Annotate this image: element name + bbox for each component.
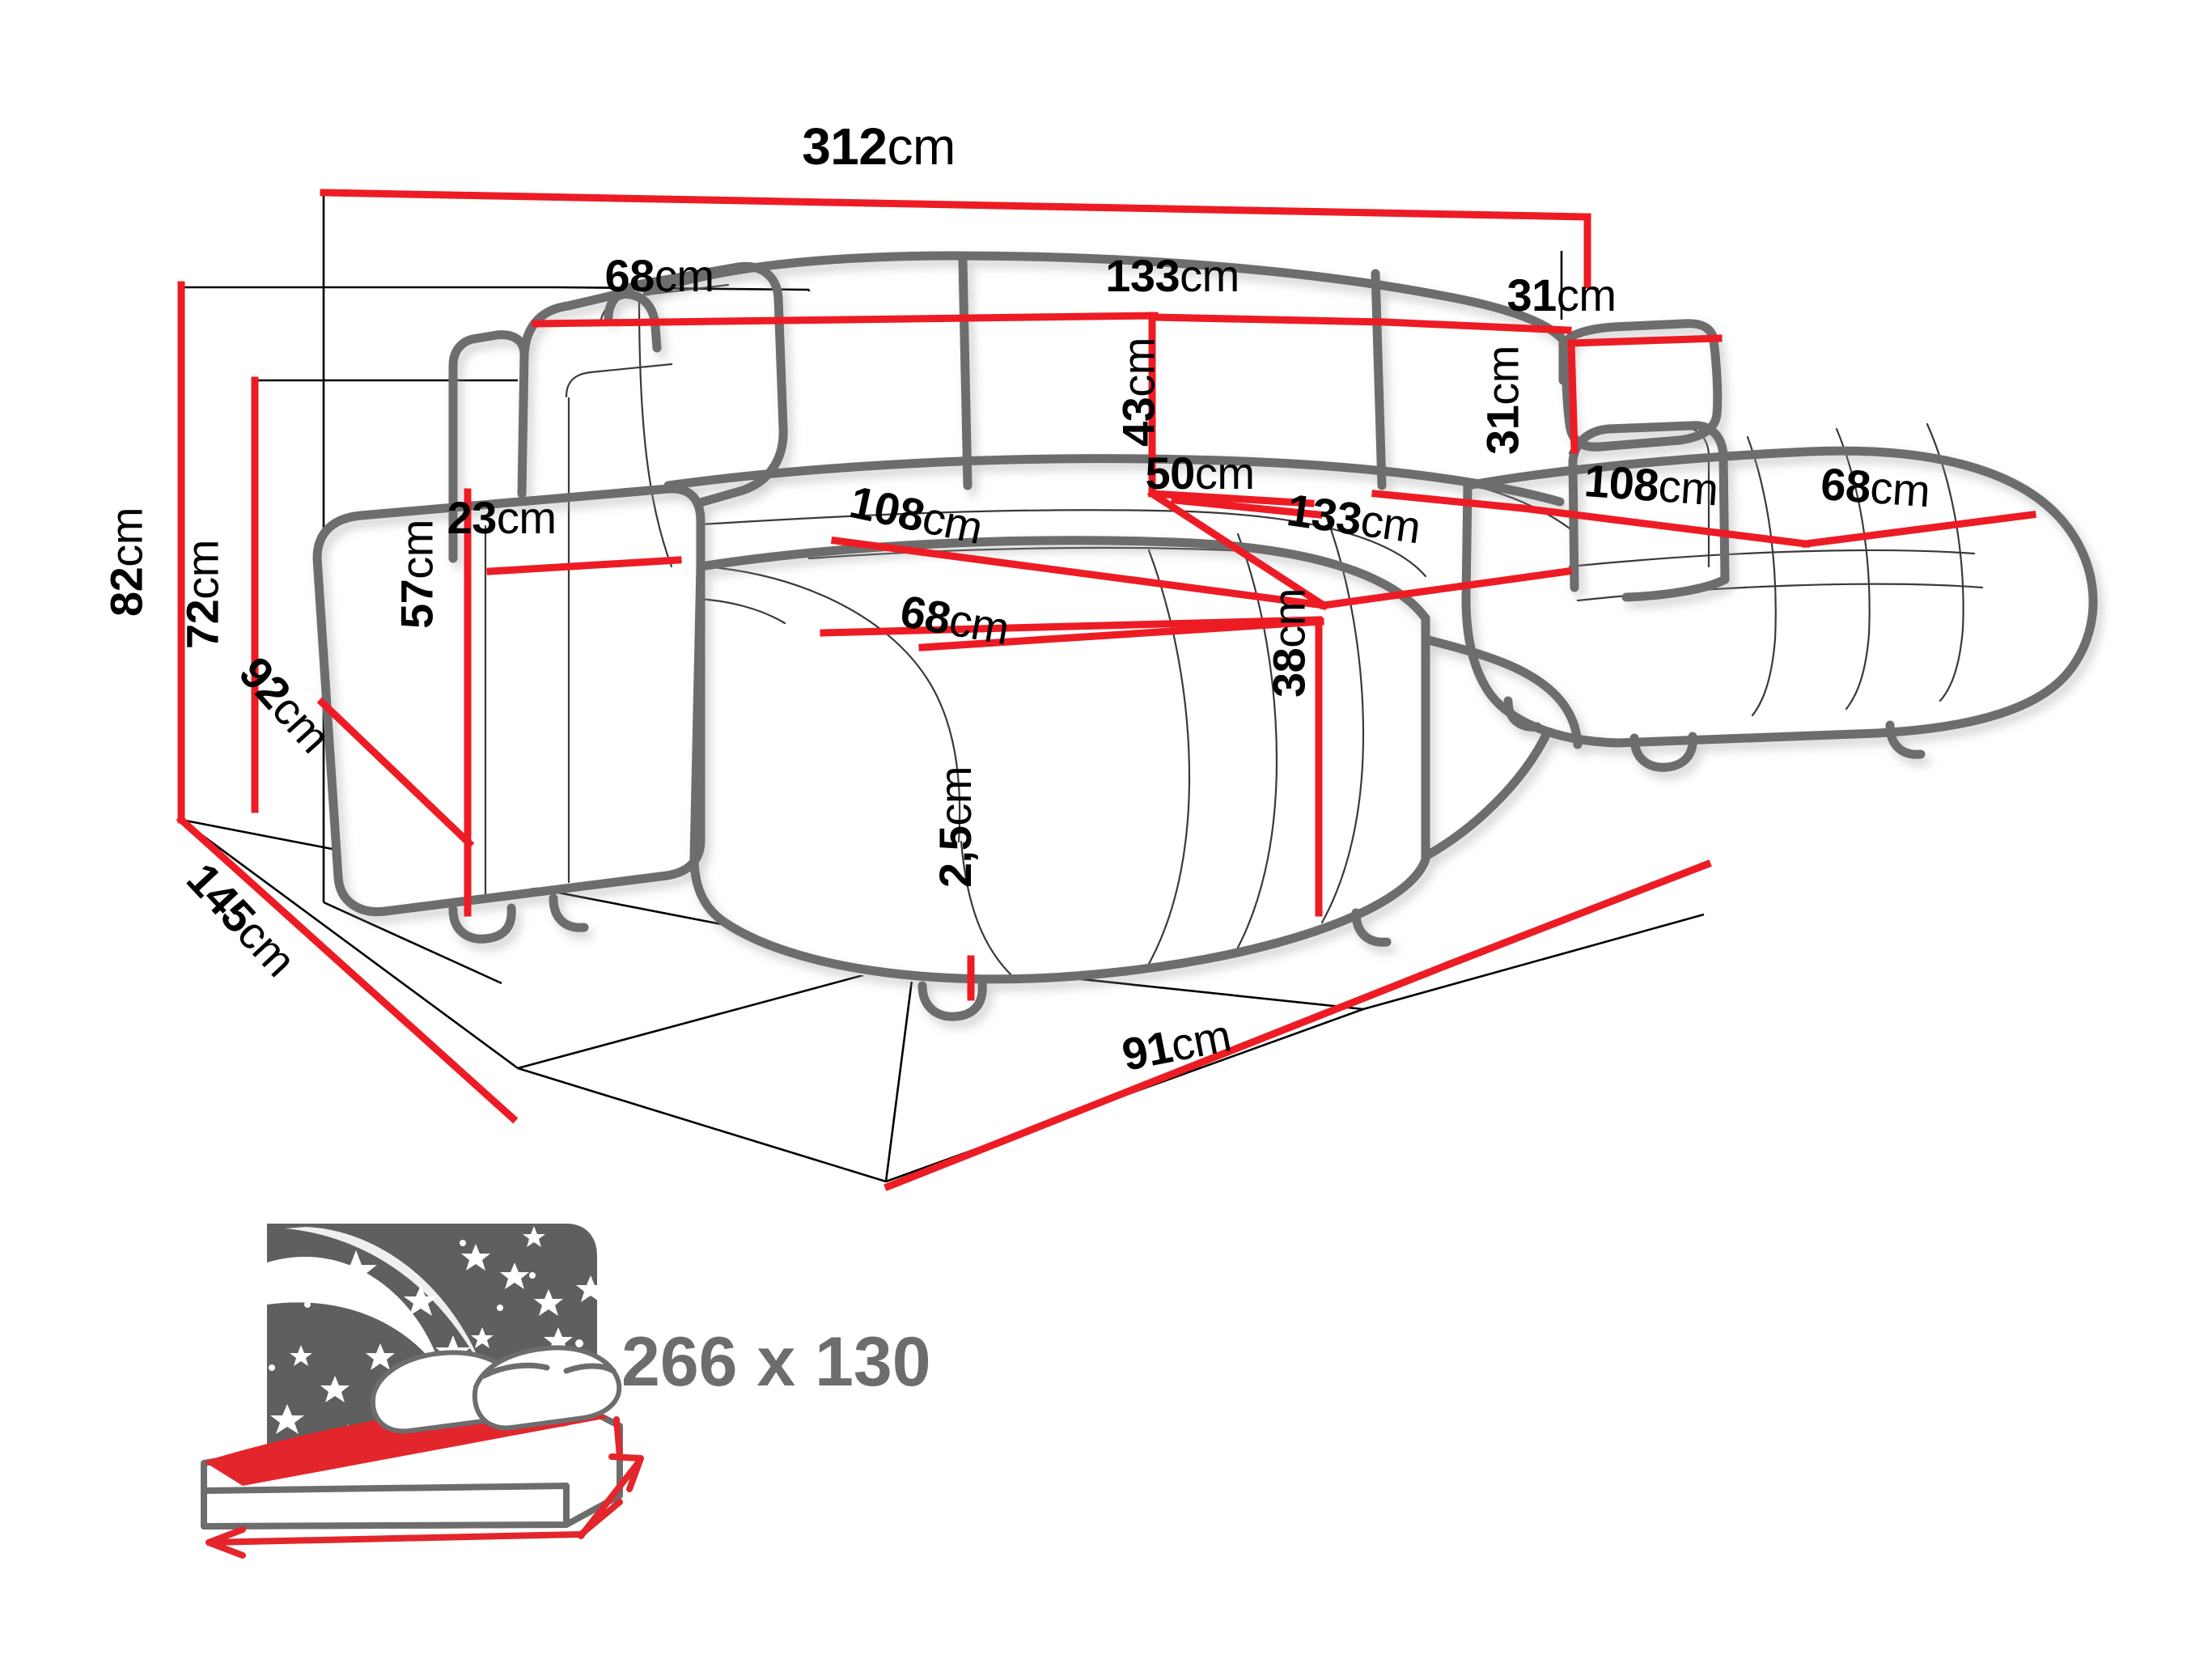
backrest-division-1 bbox=[958, 256, 973, 490]
right-scatter-cushion-outline bbox=[1562, 319, 1723, 452]
dimline-43-bottom bbox=[1148, 490, 1315, 507]
dimline-108-right-lead bbox=[1371, 490, 1527, 512]
dimension-label-50cm-unit: cm bbox=[1194, 448, 1255, 499]
dimline-23 bbox=[486, 556, 682, 575]
dimension-label-50cm-value: 50 bbox=[1145, 448, 1196, 499]
dimension-label-133cm-backrest-value: 133 bbox=[1105, 250, 1180, 301]
dimline-68-seat-lead bbox=[820, 616, 1323, 637]
bed-dimension-arrows bbox=[206, 1416, 644, 1559]
dimline-91-b bbox=[1443, 859, 1712, 970]
right-chaise-arm-bottom bbox=[1621, 575, 1730, 602]
dimline-68-right bbox=[1801, 510, 2037, 549]
left-armrest-outline bbox=[312, 484, 706, 917]
dimension-label-23cm-armrest-value: 23 bbox=[447, 492, 498, 543]
dimline-145 bbox=[176, 814, 519, 1124]
dimline-31-left bbox=[1567, 339, 1578, 454]
dimension-label-68cm-backrest-left: 68cm bbox=[605, 253, 714, 299]
dimension-label-23cm-armrest-unit: cm bbox=[496, 492, 557, 543]
backrest-bottom-edge bbox=[663, 454, 1565, 507]
dimension-label-31cm-cushion-width-value: 31 bbox=[1506, 269, 1557, 320]
construction-right-lower bbox=[1362, 913, 1705, 1011]
bed-base-group bbox=[201, 1345, 623, 1530]
left-back-wing-side bbox=[448, 330, 529, 563]
seat-foot-front bbox=[917, 979, 987, 1021]
dimline-312 bbox=[320, 189, 1591, 221]
dimension-label-23cm-armrest: 23cm bbox=[447, 495, 557, 541]
corner-transition bbox=[1421, 634, 1583, 749]
right-chaise-foot-left bbox=[1503, 696, 1542, 732]
corner-lower-transition bbox=[1421, 728, 1552, 861]
dimension-label-312cm-value: 312 bbox=[802, 117, 888, 176]
left-back-wing-outline bbox=[517, 289, 662, 499]
floor-vert-mid bbox=[884, 961, 916, 1182]
construction-horizontal-82b bbox=[557, 286, 810, 291]
dimline-68-backrest bbox=[532, 312, 1159, 328]
bed-front-edge bbox=[201, 1483, 570, 1530]
dimension-label-68cm-backrest-left-value: 68 bbox=[604, 250, 655, 301]
floor-diagonal bbox=[517, 960, 915, 1070]
right-chaise-arm-left bbox=[1568, 456, 1579, 592]
dimension-label-31cm-cushion-width: 31cm bbox=[1507, 273, 1617, 318]
construction-vertical-left-lower bbox=[323, 901, 502, 985]
dimline-133-backrest-b bbox=[1381, 318, 1572, 334]
dimension-label-133cm-backrest: 133cm bbox=[1105, 253, 1239, 299]
floor-edge-front-left bbox=[517, 1067, 887, 1183]
main-backrest-top bbox=[642, 251, 1568, 345]
dimline-31-top bbox=[1567, 334, 1723, 347]
pillow-crease-2 bbox=[563, 1363, 617, 1374]
dimension-label-133cm-backrest-unit: cm bbox=[1180, 250, 1239, 301]
dimline-108-seat bbox=[830, 536, 1328, 610]
crescent-moon-edge bbox=[285, 1227, 485, 1376]
left-foot-front bbox=[448, 903, 516, 944]
seat-foot-right bbox=[1351, 908, 1392, 947]
dimline-108-right bbox=[1518, 503, 1811, 549]
dimension-label-50cm: 50cm bbox=[1146, 451, 1255, 496]
sleeping-area-caption: 266 x 130 bbox=[621, 1323, 931, 1401]
right-chaise-foot-front bbox=[1629, 732, 1697, 772]
dimline-133-backrest-a bbox=[1150, 313, 1389, 326]
crescent-moon-icon bbox=[267, 1256, 443, 1376]
floor-edge-left bbox=[180, 818, 519, 1070]
dimension-label-312cm: 312cm bbox=[802, 121, 956, 172]
dimline-133-seat bbox=[1319, 566, 1573, 610]
backrest-division-2 bbox=[1371, 269, 1387, 490]
dimension-label-31cm-cushion-width-unit: cm bbox=[1556, 269, 1617, 320]
seat-body-outline bbox=[689, 536, 1430, 984]
dimension-label-312cm-unit: cm bbox=[887, 117, 956, 176]
right-chaise-foot-right bbox=[1885, 720, 1926, 759]
dimline-50 bbox=[1171, 496, 1323, 519]
dimline-92 bbox=[316, 697, 475, 849]
dimline-133-seat-left bbox=[1146, 488, 1329, 611]
dimension-label-68cm-backrest-left-unit: cm bbox=[654, 250, 714, 301]
dimline-91-a bbox=[884, 960, 1453, 1191]
left-foot-back bbox=[549, 893, 589, 932]
pillow-crease-1 bbox=[481, 1362, 550, 1379]
dimline-68-seat bbox=[918, 617, 1324, 651]
